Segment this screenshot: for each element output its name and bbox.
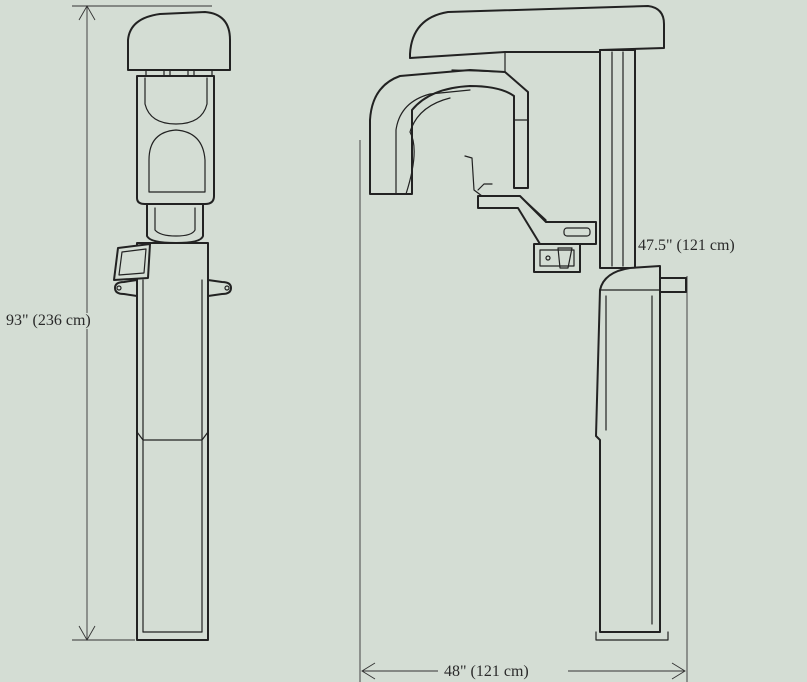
front-control-panel [113, 243, 151, 281]
side-c-arm [369, 69, 529, 195]
width-dimension-line [359, 140, 688, 682]
width-dimension-label: 48" (121 cm) [440, 664, 533, 680]
side-bracket [659, 277, 687, 293]
front-view [72, 5, 232, 641]
side-mast [599, 49, 636, 269]
front-head-cap [127, 11, 231, 71]
side-base [595, 631, 669, 641]
front-column [136, 242, 209, 641]
front-handle-bar [114, 279, 138, 297]
side-view [359, 5, 688, 682]
height-dimension-label: 93" (236 cm) [6, 312, 91, 329]
side-chin-rest [533, 243, 581, 273]
reach-dimension-label: 47.5" (121 cm) [638, 237, 735, 254]
side-lower-column [595, 265, 661, 633]
front-tube-housing [136, 75, 215, 205]
side-top-arm [409, 5, 665, 59]
